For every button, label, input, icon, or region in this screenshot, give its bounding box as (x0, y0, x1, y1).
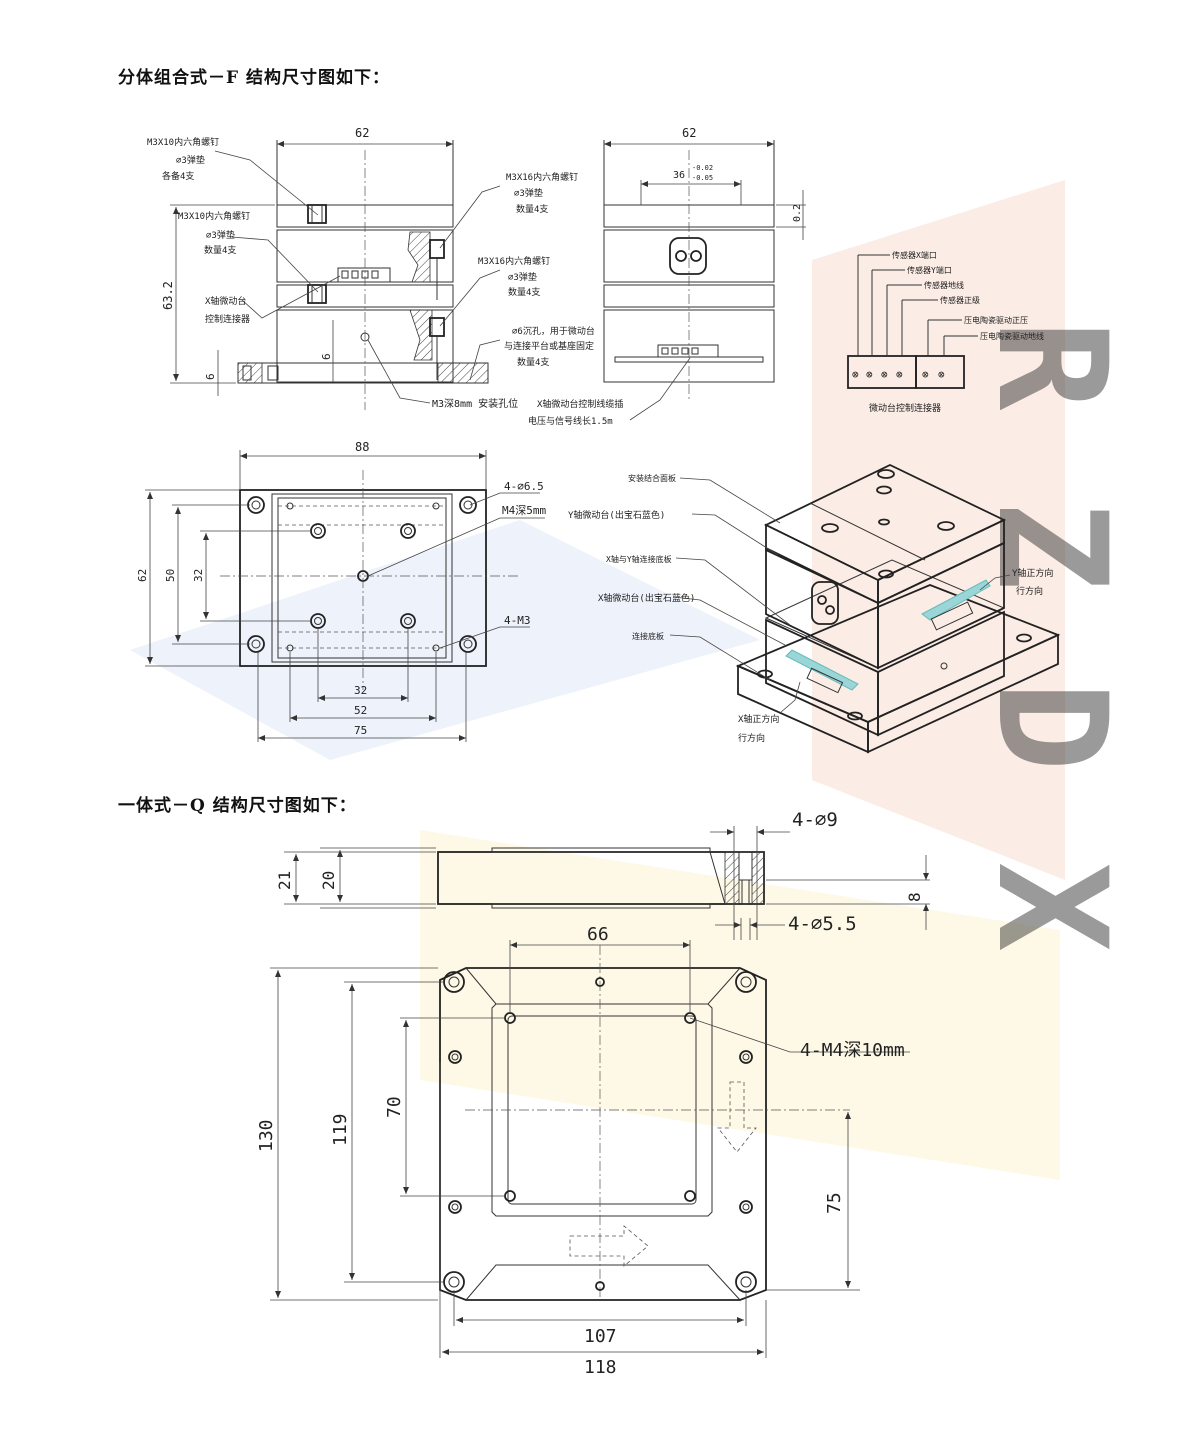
side-dim-right: 0.2 (792, 204, 803, 222)
side-dim-tol-upper: -0.02 (692, 164, 713, 172)
front-dim-width: 62 (355, 126, 369, 140)
top-hole-c: 4-M3 (504, 614, 531, 627)
iso-x-dir-2: 行方向 (738, 732, 765, 744)
iso-y-dir: Y轴正方向 (1012, 567, 1053, 579)
top-dim-bottom-outer: 75 (354, 724, 367, 737)
watermark-logo: R Z D X (130, 180, 1138, 1180)
top-dim-bottom-inner: 32 (354, 684, 367, 697)
q-dim-8: 8 (905, 892, 924, 902)
q-dim-107: 107 (584, 1326, 617, 1347)
iso-x-stage: X轴微动台(出宝石蓝色) (598, 592, 695, 604)
iso-view: 安装结合面板 Y轴微动台(出宝石蓝色) X轴与Y轴连接底板 X轴微动台(出宝石蓝… (568, 464, 1061, 754)
iso-x-dir: X轴正方向 (738, 713, 779, 725)
label-x-sensor-2: 控制连接器 (205, 313, 250, 325)
connector-pin-3: ⊗ (881, 368, 888, 381)
top-hole-a: 4-∅6.5 (504, 480, 544, 493)
label-washer-c: ∅3弹垫 (514, 187, 543, 199)
connector-label-3: 传感器地线 (924, 280, 964, 290)
q-dim-119: 119 (330, 1113, 351, 1146)
side-dim-tol-main: 36 (673, 170, 685, 181)
q-dim-130: 130 (256, 1119, 277, 1152)
top-view: 88 62 50 32 32 52 75 4-∅6.5 M4深5mm 4-M3 (136, 440, 546, 742)
label-washer-d: ∅3弹垫 (508, 271, 537, 283)
side-dim-tol-lower: -0.05 (692, 174, 713, 182)
connector-label-4: 传感器正级 (940, 295, 980, 305)
top-dim-top: 88 (355, 440, 369, 454)
connector-caption: 微动台控制连接器 (869, 402, 941, 414)
q-hole-bottom: 4-∅5.5 (788, 913, 857, 935)
iso-xy-plate: X轴与Y轴连接底板 (606, 554, 672, 564)
q-thread: 4-M4深10mm (800, 1040, 905, 1061)
label-washer-a: ∅3弹垫 (176, 154, 205, 166)
iso-y-dir-2: 行方向 (1016, 585, 1043, 597)
label-washer-c-qty: 数量4支 (516, 203, 548, 215)
label-hole-note: ∅6沉孔，用于微动台 (512, 325, 595, 337)
connector-label-6: 压电陶瓷驱动地线 (980, 331, 1044, 341)
iso-base: 连接底板 (632, 631, 664, 641)
label-screw-b: M3X10内六角螺钉 (178, 210, 250, 222)
svg-text:R Z D X: R Z D X (964, 320, 1138, 952)
q-dim-118: 118 (584, 1357, 617, 1378)
side-cable-note: X轴微动台控制线缆插 (537, 398, 623, 410)
front-dim-height: 63.2 (161, 281, 175, 310)
label-hole-note-2: 与连接平台或基座固定 (504, 340, 594, 352)
top-dim-left-outer: 62 (136, 569, 149, 582)
label-screw-d: M3X16内六角螺钉 (478, 255, 550, 267)
connector-pin-6: ⊗ (938, 368, 945, 381)
q-dim-20: 20 (319, 871, 338, 890)
connector-label-1: 传感器X端口 (892, 250, 937, 260)
top-hole-b: M4深5mm (502, 504, 546, 517)
connector-pin-1: ⊗ (852, 368, 859, 381)
top-dim-left-mid: 50 (164, 569, 177, 582)
top-dim-left-inner: 32 (192, 569, 205, 582)
heading-integrated-type: 一体式－Q 结构尺寸图如下： (118, 796, 357, 816)
q-hole-top: 4-∅9 (792, 809, 838, 831)
q-side-view: 4-∅9 4-∅5.5 8 21 20 (275, 809, 930, 940)
label-screw-c: M3X16内六角螺钉 (506, 171, 578, 183)
front-dim-base2: 6 (320, 353, 333, 360)
connector-pin-4: ⊗ (896, 368, 903, 381)
connector-pin-5: ⊗ (922, 368, 929, 381)
label-hole-note-qty: 数量4支 (517, 356, 549, 368)
label-bottom-hole: M3深8mm 安装孔位 (432, 397, 518, 410)
q-dim-21: 21 (275, 871, 294, 890)
q-dim-66: 66 (587, 924, 609, 945)
label-washer-d-qty: 数量4支 (508, 286, 540, 298)
q-dim-70: 70 (384, 1096, 405, 1118)
connector-diagram: 传感器X端口 传感器Y端口 传感器地线 传感器正级 压电陶瓷驱动正压 压电陶瓷驱… (847, 250, 1044, 414)
iso-y-stage: Y轴微动台(出宝石蓝色) (568, 509, 665, 521)
heading-split-type: 分体组合式－F 结构尺寸图如下： (118, 68, 390, 88)
q-dim-75: 75 (824, 1192, 845, 1214)
connector-label-2: 传感器Y端口 (907, 265, 952, 275)
label-washer-b: ∅3弹垫 (206, 229, 235, 241)
iso-top-plate: 安装结合面板 (628, 473, 676, 483)
label-washer-b-qty: 数量4支 (204, 244, 236, 256)
front-dim-base: 6 (204, 373, 217, 380)
label-screw-a: M3X10内六角螺钉 (147, 136, 219, 148)
side-view: 62 36 -0.02 -0.05 0.2 X轴微动台控制线缆插 电压与信号线长… (528, 126, 806, 427)
label-washer-a-qty: 各备4支 (162, 170, 194, 182)
side-cable-note-2: 电压与信号线长1.5m (528, 415, 613, 427)
top-dim-bottom-mid: 52 (354, 704, 367, 717)
side-dim-width: 62 (682, 126, 696, 140)
front-view: 62 63.2 6 6 M3X10内六角螺钉 ∅3弹垫 各备4支 M3X10内六… (147, 126, 595, 410)
label-x-sensor: X轴微动台 (205, 295, 246, 307)
connector-pin-2: ⊗ (866, 368, 873, 381)
connector-label-5: 压电陶瓷驱动正压 (964, 315, 1028, 325)
q-top-view: 66 70 119 130 75 107 118 4-M4深10mm (256, 924, 910, 1378)
